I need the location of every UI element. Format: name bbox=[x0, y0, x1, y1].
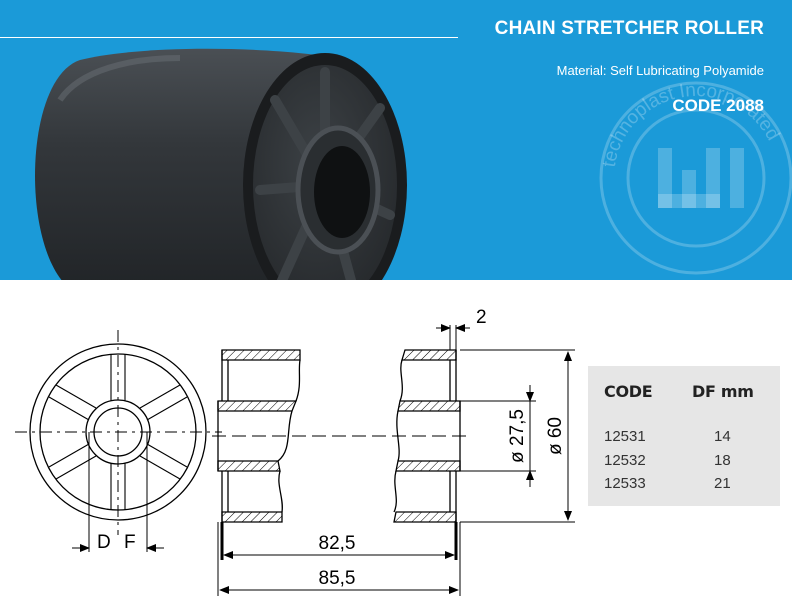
technical-drawing: D F 2 82,5 85,5 ø 27,5 ø 60 bbox=[15, 307, 575, 596]
spec-table-cell-df: 21 bbox=[714, 475, 731, 492]
dim-label-f: F bbox=[124, 532, 136, 553]
dim-label-inner-diameter: ø 27,5 bbox=[507, 409, 528, 463]
product-code: CODE 2088 bbox=[672, 96, 764, 115]
spec-table-cell-code: 12533 bbox=[604, 475, 646, 492]
roller-photo bbox=[35, 48, 407, 280]
header-banner: CHAIN STRETCHER ROLLER Material: Self Lu… bbox=[0, 0, 792, 280]
end-view-drawing bbox=[15, 330, 222, 552]
spec-table-header-code: CODE bbox=[604, 382, 653, 401]
spec-table-header-df: DF mm bbox=[692, 382, 754, 401]
spec-table: CODE DF mm 12531 14 12532 18 12533 21 bbox=[588, 366, 780, 506]
spec-table-cell-df: 14 bbox=[714, 428, 731, 445]
svg-text:technoplast Incorporated: technoplast Incorporated bbox=[599, 80, 784, 169]
product-title: CHAIN STRETCHER ROLLER bbox=[494, 18, 764, 39]
dimension-labels: D F 2 82,5 85,5 ø 27,5 ø 60 bbox=[97, 307, 566, 589]
dim-label-total-length: 85,5 bbox=[319, 568, 356, 589]
header-rule bbox=[0, 37, 458, 38]
material-text: Material: Self Lubricating Polyamide bbox=[556, 63, 764, 78]
dim-label-inner-length: 82,5 bbox=[319, 533, 356, 554]
dim-label-outer-diameter: ø 60 bbox=[545, 417, 566, 455]
technoplast-logo-watermark: technoplast Incorporated bbox=[599, 80, 792, 275]
spec-table-cell-code: 12532 bbox=[604, 452, 646, 469]
side-section-drawing bbox=[212, 324, 575, 596]
spec-table-cell-df: 18 bbox=[714, 452, 731, 469]
spec-table-cell-code: 12531 bbox=[604, 428, 646, 445]
dim-label-gap: 2 bbox=[476, 307, 487, 328]
dim-label-d: D bbox=[97, 532, 111, 553]
